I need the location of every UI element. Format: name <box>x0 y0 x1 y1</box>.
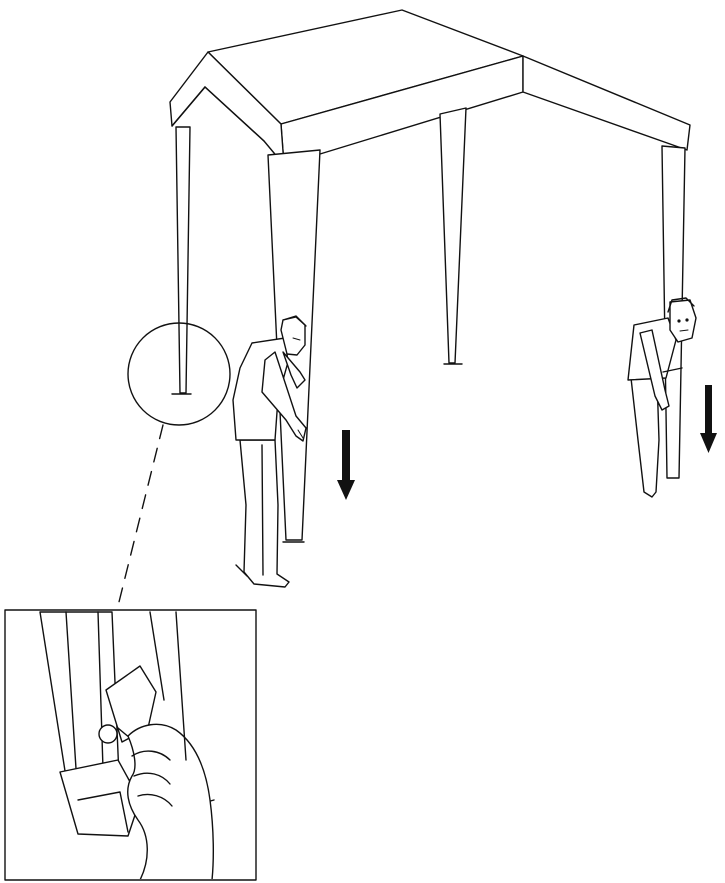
hand-pressing-pin-icon <box>40 612 214 880</box>
person-right <box>628 298 696 497</box>
canopy-roof <box>170 10 690 165</box>
detail-inset <box>5 610 256 880</box>
down-arrow-icon <box>700 385 717 453</box>
magnifier-circle-icon <box>117 323 230 610</box>
down-arrow-icon <box>337 430 355 500</box>
